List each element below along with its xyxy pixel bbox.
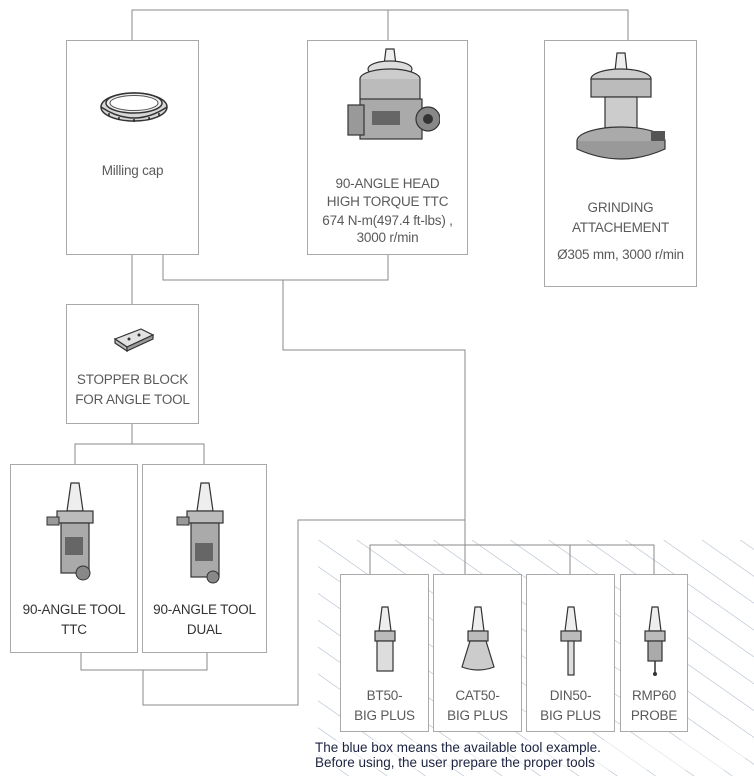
din50-box[interactable]: DIN50- BIG PLUS [526, 574, 615, 732]
angle-tool-dual-title-1: 90-ANGLE TOOL [153, 602, 256, 617]
rmp60-image [644, 606, 666, 676]
bt50-box[interactable]: BT50- BIG PLUS [340, 574, 429, 732]
stopper-block-box[interactable]: STOPPER BLOCK FOR ANGLE TOOL [66, 304, 199, 424]
grinding-attachment-image [576, 52, 666, 160]
milling-cap-box[interactable]: Milling cap [66, 40, 199, 255]
note-line-2: Before using, the user prepare the prope… [315, 755, 595, 770]
milling-cap-label: Milling cap [101, 163, 164, 178]
milling-cap-image [100, 92, 168, 122]
din50-title-2: BIG PLUS [540, 708, 601, 723]
angle-tool-ttc-box[interactable]: 90-ANGLE TOOL TTC [10, 464, 138, 653]
angle-head-image [347, 48, 440, 140]
grinding-title-2: ATTACHEMENT [571, 220, 670, 235]
angle-tool-dual-title-2: DUAL [186, 622, 223, 637]
din50-title-1: DIN50- [549, 688, 592, 703]
grinding-spec: Ø305 mm, 3000 r/min [557, 247, 684, 262]
bt50-title-1: BT50- [366, 688, 403, 703]
angle-head-spec-1: 674 N-m(497.4 ft-lbs) , [322, 213, 453, 228]
angle-head-title-2: HIGH TORQUE TTC [326, 194, 449, 209]
cat50-image [461, 606, 495, 671]
angle-tool-ttc-title-1: 90-ANGLE TOOL [22, 602, 126, 617]
stopper-title-2: FOR ANGLE TOOL [75, 392, 190, 407]
angle-tool-dual-box[interactable]: 90-ANGLE TOOL DUAL [142, 464, 267, 653]
rmp60-box[interactable]: RMP60 PROBE [620, 574, 688, 732]
cat50-title-2: BIG PLUS [447, 708, 508, 723]
cat50-box[interactable]: CAT50- BIG PLUS [433, 574, 522, 732]
rmp60-title-1: RMP60 [631, 688, 676, 703]
note-line-1: The blue box means the available tool ex… [315, 740, 601, 755]
grinding-attachment-box[interactable]: GRINDING ATTACHEMENT Ø305 mm, 3000 r/min [544, 40, 697, 287]
available-tools-note: The blue box means the available tool ex… [315, 740, 745, 770]
din50-image [560, 606, 582, 676]
angle-tool-dual-image [176, 482, 224, 584]
stopper-block-image [113, 328, 155, 353]
angle-tool-ttc-title-2: TTC [61, 622, 87, 637]
angle-tool-ttc-image [46, 482, 94, 581]
bt50-image [374, 606, 396, 672]
angle-head-box[interactable]: 90-ANGLE HEAD HIGH TORQUE TTC 674 N-m(49… [307, 40, 468, 255]
rmp60-title-2: PROBE [630, 708, 678, 723]
grinding-title-1: GRINDING [587, 200, 654, 215]
bt50-title-2: BIG PLUS [354, 708, 415, 723]
cat50-title-1: CAT50- [455, 688, 500, 703]
angle-head-title-1: 90-ANGLE HEAD [335, 176, 440, 191]
angle-head-spec-2: 3000 r/min [356, 230, 419, 245]
stopper-title-1: STOPPER BLOCK [76, 372, 189, 387]
